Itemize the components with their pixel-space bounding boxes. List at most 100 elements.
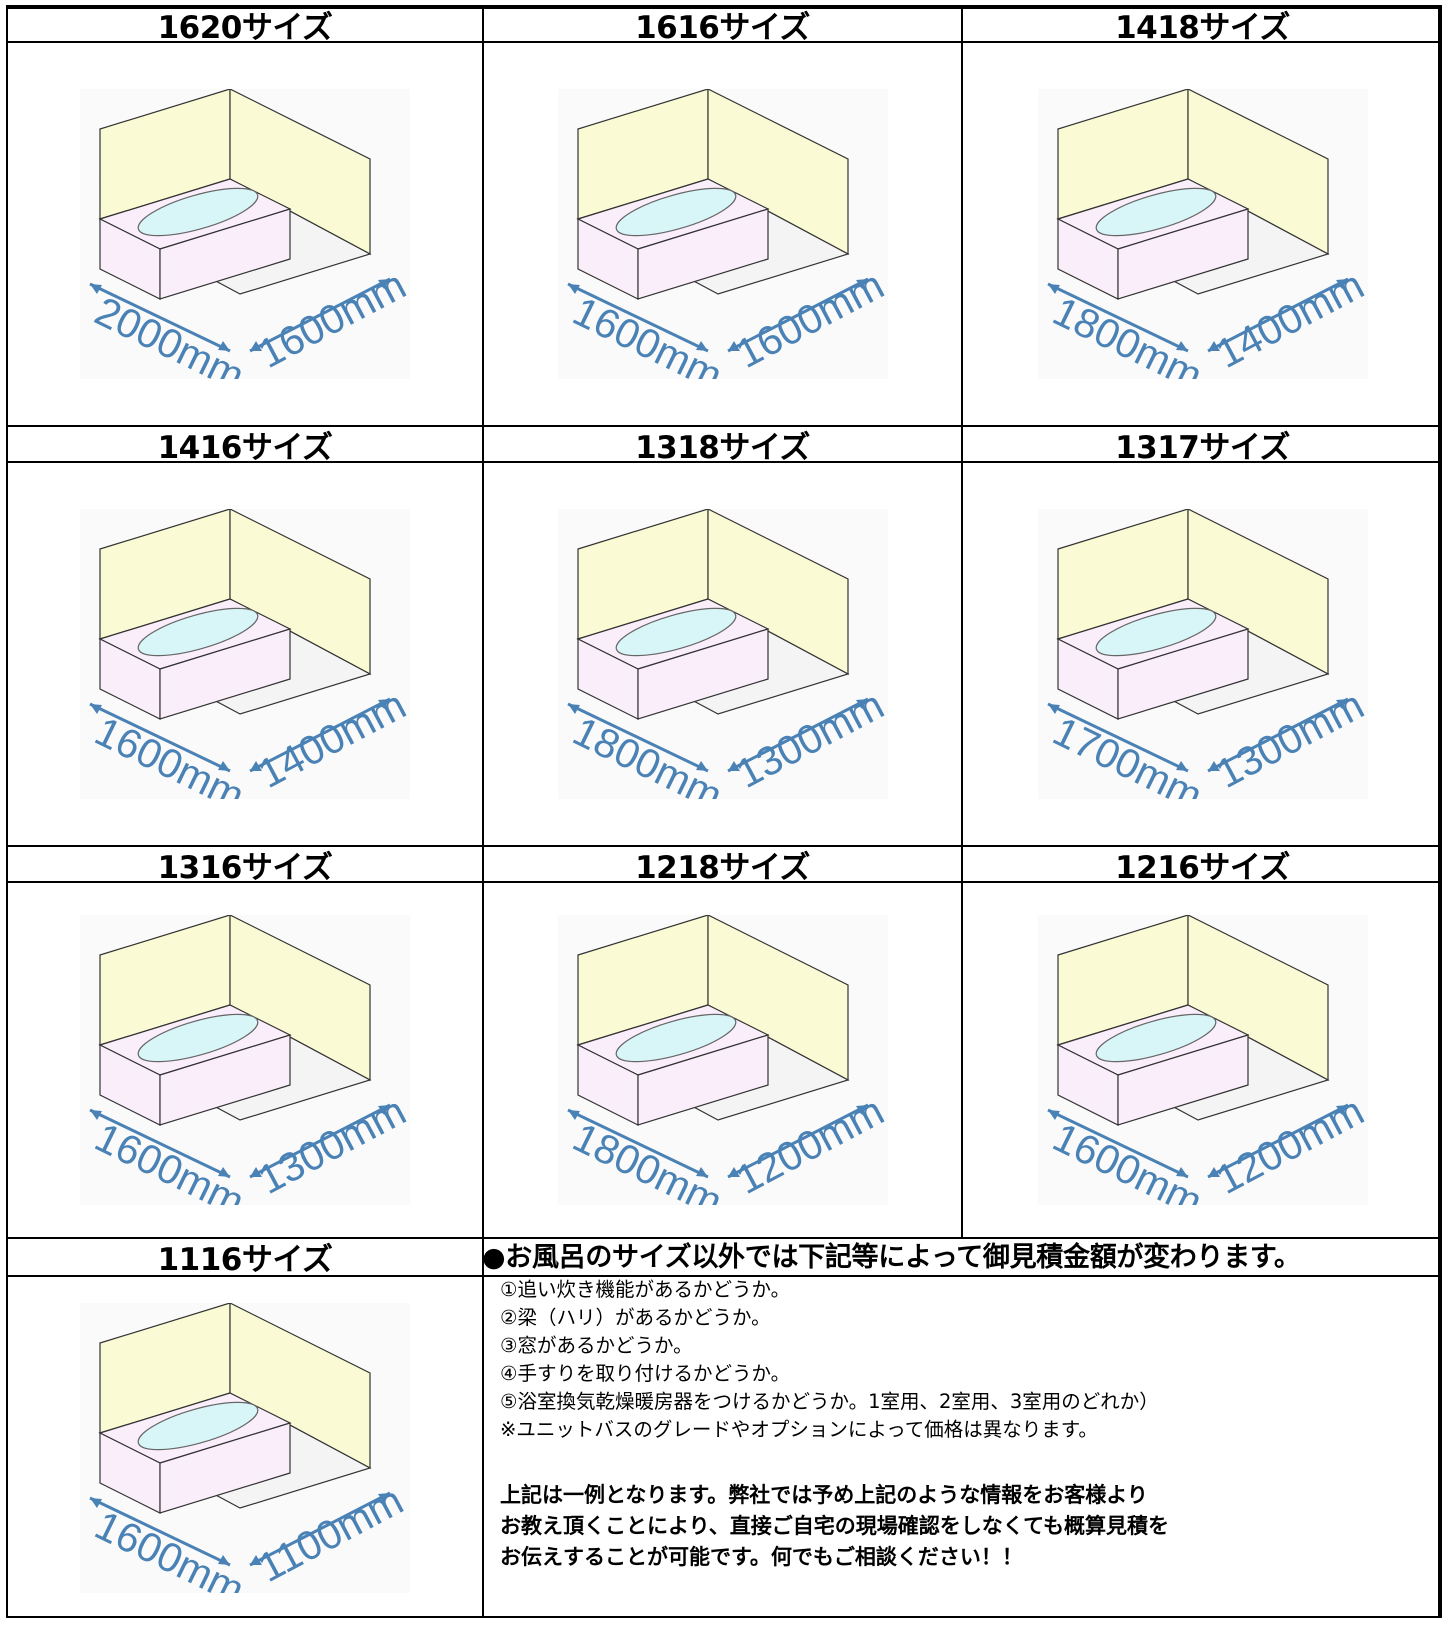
size-heading: 1317サイズ	[1115, 429, 1290, 466]
dimension-arrowhead	[90, 1110, 102, 1120]
dimension-arrow-left	[89, 1108, 231, 1179]
size-heading: 1418サイズ	[1115, 9, 1290, 46]
dimension-arrow-left	[89, 282, 231, 353]
grid-line	[6, 1616, 1442, 1618]
tub-front	[1116, 628, 1249, 720]
tub-basin	[615, 1013, 736, 1063]
notes-paragraph-line: お教え頂くことにより、直接ご自宅の現場確認をしなくても概算見積を	[500, 1514, 1170, 1538]
dimension-arrowhead	[1047, 704, 1060, 714]
tub-front	[636, 628, 769, 720]
dimension-arrowhead	[855, 699, 868, 709]
dimension-arrow-right	[1206, 1103, 1349, 1179]
dimension-arrow-right	[1206, 697, 1349, 773]
dimension-arrow-left	[1046, 1108, 1189, 1179]
note-item: ⑤浴室換気乾燥暖房器をつけるかどうか。1室用、2室用、3室用のどれか）	[500, 1390, 1159, 1413]
dimension-arrowhead	[1047, 284, 1060, 294]
grid-line	[6, 5, 8, 1618]
dimension-arrow-right	[1206, 277, 1349, 353]
tub-basin	[1095, 1013, 1216, 1063]
dimension-arrowhead	[1207, 341, 1220, 351]
dimension-arrow-right	[726, 1103, 869, 1179]
notes-paragraph-line: お伝えすることが可能です。何でもご相談ください！！	[500, 1545, 1023, 1569]
dimension-arrowhead	[1175, 761, 1188, 771]
tub-basin	[615, 607, 736, 657]
tub-basin	[137, 1013, 259, 1063]
size-heading: 1616サイズ	[635, 9, 810, 46]
dimension-arrowhead	[567, 1110, 580, 1120]
grid-line	[6, 845, 1442, 847]
dimension-arrow-left	[566, 282, 709, 353]
tub-basin	[615, 187, 736, 237]
dimension-arrowhead	[378, 699, 390, 709]
dimension-arrowhead	[567, 704, 580, 714]
dimension-arrowhead	[90, 704, 102, 714]
note-item: ※ユニットバスのグレードやオプションによって価格は異なります。	[500, 1418, 1098, 1441]
dimension-arrowhead	[378, 1105, 390, 1115]
dimension-arrowhead	[378, 279, 390, 289]
size-heading: 1316サイズ	[157, 849, 333, 886]
dimension-arrow-left	[1046, 702, 1189, 773]
size-heading: 1218サイズ	[635, 849, 810, 886]
grid-line	[482, 5, 484, 1618]
notes-paragraph-line: 上記は一例となります。弊社では予め上記のような情報をお客様より	[500, 1483, 1148, 1507]
tub-front	[159, 208, 291, 300]
tub-basin	[137, 607, 259, 657]
tub-front	[159, 628, 291, 720]
tub-basin	[1095, 607, 1216, 657]
dimension-arrow-right	[726, 277, 869, 353]
note-item: ③窓があるかどうか。	[500, 1334, 693, 1357]
dimension-arrowhead	[1175, 341, 1188, 351]
tub-front	[1116, 208, 1249, 300]
tub-basin	[1095, 187, 1216, 237]
note-item: ④手すりを取り付けるかどうか。	[500, 1362, 791, 1385]
dimension-arrow-left	[566, 1108, 709, 1179]
dimension-arrowhead	[727, 761, 740, 771]
dimension-arrowhead	[727, 341, 740, 351]
dimension-arrowhead	[218, 761, 230, 771]
dimension-arrowhead	[1175, 1167, 1188, 1177]
dimension-arrow-right	[249, 277, 391, 353]
dimension-arrowhead	[1207, 761, 1220, 771]
grid-line	[6, 1237, 1442, 1239]
tub-front	[636, 208, 769, 300]
dimension-arrow-right	[249, 1491, 391, 1566]
dimension-arrowhead	[695, 1167, 708, 1177]
dimension-arrowhead	[1207, 1167, 1220, 1177]
dimension-arrowhead	[1335, 699, 1348, 709]
size-heading: 1116サイズ	[157, 1241, 333, 1278]
dimension-arrowhead	[855, 1105, 868, 1115]
grid-line	[6, 5, 1442, 9]
tub-front	[159, 1421, 291, 1514]
grid-line	[6, 461, 1442, 463]
note-item: ②梁（ハリ）があるかどうか。	[500, 1306, 771, 1329]
grid-line	[6, 41, 1442, 43]
dimension-arrowhead	[250, 761, 262, 771]
note-item: ①追い炊き機能があるかどうか。	[500, 1278, 791, 1301]
dimension-arrowhead	[218, 1167, 230, 1177]
size-heading: 1318サイズ	[635, 429, 810, 466]
dimension-arrow-left	[1046, 282, 1189, 353]
dimension-arrowhead	[1335, 279, 1348, 289]
notes-paragraph: 上記は一例となります。弊社では予め上記のような情報をお客様より お教え頂くことに…	[500, 1480, 1400, 1573]
tub-basin	[137, 1401, 259, 1450]
dimension-arrow-left	[89, 1496, 231, 1566]
dimension-arrowhead	[250, 341, 262, 351]
size-heading: 1216サイズ	[1115, 849, 1290, 886]
